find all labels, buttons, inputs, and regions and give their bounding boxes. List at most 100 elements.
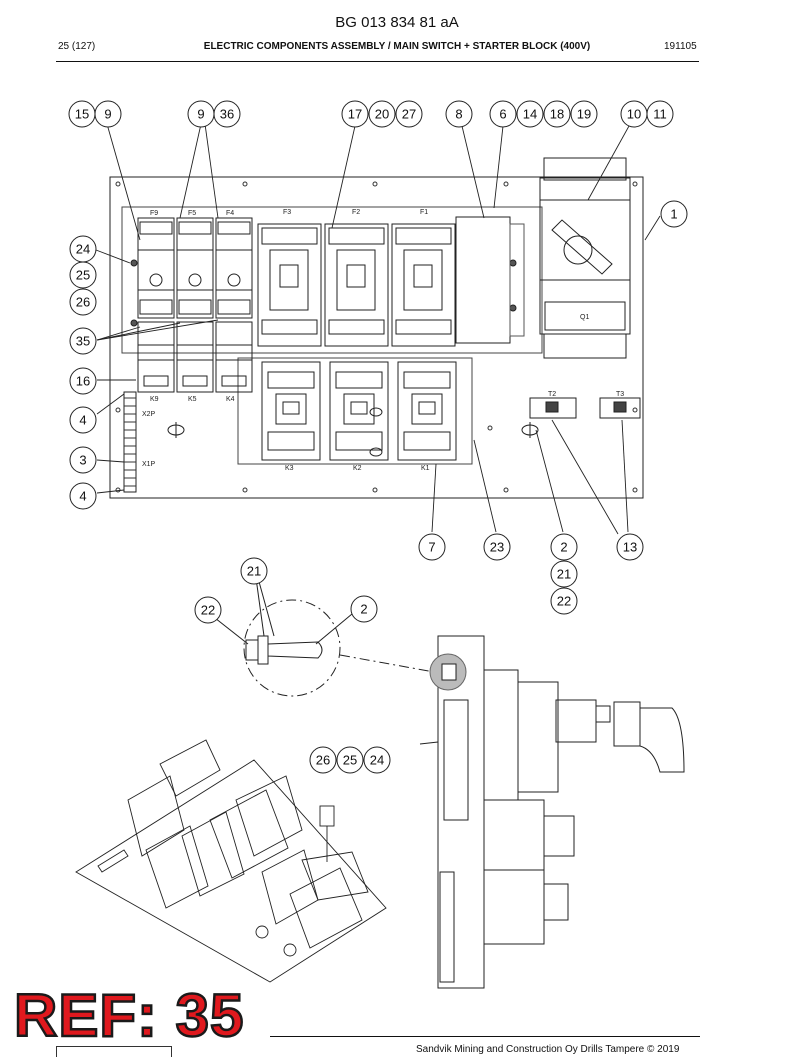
header-rule [56, 61, 699, 62]
cover-plate [455, 216, 511, 344]
callout-circle [570, 100, 598, 128]
callout-number: 15 [75, 107, 89, 122]
page-title: ELECTRIC COMPONENTS ASSEMBLY / MAIN SWIT… [203, 41, 591, 52]
callout-9: 9 [94, 100, 122, 128]
callout-number: 25 [343, 753, 357, 768]
callout-number: 4 [79, 489, 86, 504]
footer-copyright: Sandvik Mining and Construction Oy Drill… [416, 1044, 680, 1055]
callout-circle [69, 406, 97, 434]
main-switch: Q1 [539, 157, 631, 359]
callout-23: 23 [483, 533, 511, 561]
svg-text:K2: K2 [353, 465, 362, 472]
callout-circle [94, 100, 122, 128]
callout-circle [660, 200, 688, 228]
callout-number: 7 [428, 540, 435, 555]
svg-text:K1: K1 [421, 465, 430, 472]
terminal-strips: X2P X1P [123, 391, 156, 493]
callout-circle [445, 100, 473, 128]
svg-text:T3: T3 [616, 391, 624, 398]
callout-circle [395, 100, 423, 128]
callout-4: 4 [69, 406, 97, 434]
page-number: 25 (127) [58, 41, 96, 52]
callout-36: 36 [213, 100, 241, 128]
callout-number: 9 [197, 107, 204, 122]
callout-10: 10 [620, 100, 648, 128]
isometric-view [75, 739, 387, 983]
callout-25: 25 [69, 261, 97, 289]
callout-circle [69, 261, 97, 289]
callout-circle [69, 288, 97, 316]
svg-text:K3: K3 [285, 465, 294, 472]
callout-6: 6 [489, 100, 517, 128]
callout-number: 22 [201, 603, 215, 618]
small-fuses: F9 F5 F4 [137, 210, 253, 319]
callout-35: 35 [69, 327, 97, 355]
detail-view [214, 577, 435, 697]
callout-number: 6 [499, 107, 506, 122]
callout-number: 1 [670, 207, 677, 222]
large-fuses: F3 F2 F1 [257, 209, 456, 347]
svg-text:F4: F4 [226, 210, 234, 217]
callout-number: 35 [76, 334, 90, 349]
callout-number: 36 [220, 107, 234, 122]
company-logo-fragment [56, 1046, 172, 1057]
callout-circle [350, 595, 378, 623]
callout-11: 11 [646, 100, 674, 128]
callout-number: 20 [375, 107, 389, 122]
callout-circle [489, 100, 517, 128]
svg-text:K5: K5 [188, 396, 197, 403]
callout-circle [516, 100, 544, 128]
callout-number: 21 [557, 567, 571, 582]
callout-22: 22 [194, 596, 222, 624]
callout-circle [341, 100, 369, 128]
callout-20: 20 [368, 100, 396, 128]
svg-text:F2: F2 [352, 209, 360, 216]
callout-number: 4 [79, 413, 86, 428]
callout-circle [543, 100, 571, 128]
callout-circle [69, 327, 97, 355]
callout-number: 24 [76, 242, 90, 257]
callout-19: 19 [570, 100, 598, 128]
callout-circle [336, 746, 364, 774]
callout-9: 9 [187, 100, 215, 128]
callout-circle [368, 100, 396, 128]
callout-21: 21 [240, 557, 268, 585]
callout-circle [194, 596, 222, 624]
callout-24: 24 [363, 746, 391, 774]
svg-text:T2: T2 [548, 391, 556, 398]
callout-number: 10 [627, 107, 641, 122]
ref-stamp: REF: 35 [13, 982, 245, 1049]
callout-number: 24 [370, 753, 384, 768]
callout-2: 2 [350, 595, 378, 623]
callout-13: 13 [616, 533, 644, 561]
callout-1: 1 [660, 200, 688, 228]
callout-number: 8 [455, 107, 462, 122]
relays: K9 K5 K4 [137, 321, 253, 403]
callout-18: 18 [543, 100, 571, 128]
cover-plate-edge [509, 223, 525, 337]
callout-circle [483, 533, 511, 561]
callout-16: 16 [69, 367, 97, 395]
callout-number: 19 [577, 107, 591, 122]
callout-4: 4 [69, 482, 97, 510]
leader-lines [95, 123, 661, 535]
callout-circle [646, 100, 674, 128]
callout-circle [69, 446, 97, 474]
contactors: K3 K2 K1 [261, 361, 457, 472]
callout-2: 2 [550, 533, 578, 561]
svg-text:K4: K4 [226, 396, 235, 403]
transformers: T2 T3 [529, 391, 641, 419]
side-view [419, 635, 685, 989]
svg-text:F9: F9 [150, 210, 158, 217]
callout-circle [363, 746, 391, 774]
callout-number: 18 [550, 107, 564, 122]
svg-text:F1: F1 [420, 209, 428, 216]
callout-number: 11 [653, 107, 667, 122]
footer-rule [270, 1036, 700, 1037]
callout-25: 25 [336, 746, 364, 774]
callout-number: 9 [104, 107, 111, 122]
callout-circle [550, 587, 578, 615]
callout-21: 21 [550, 560, 578, 588]
callout-number: 16 [76, 374, 90, 389]
callout-15: 15 [68, 100, 96, 128]
